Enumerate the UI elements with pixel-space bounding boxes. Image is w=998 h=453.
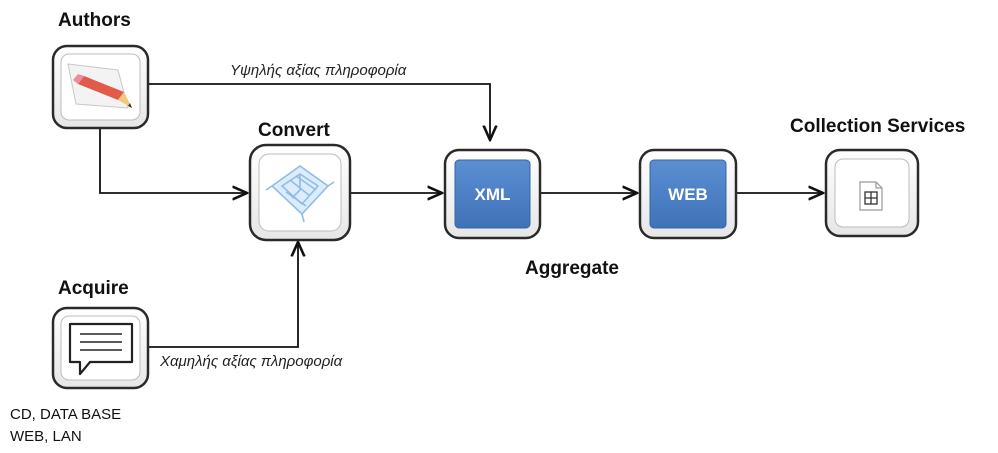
sources-line-1: CD, DATA BASE <box>10 406 122 423</box>
connector-arrows <box>99 83 823 348</box>
sources-text: CD, DATA BASE WEB, LAN <box>10 404 121 448</box>
web-tile-label: WEB <box>668 185 708 204</box>
speech-bubble-icon <box>68 322 134 376</box>
high-value-edge-label: Υψηλής αξίας πληροφορία <box>230 62 407 79</box>
circuit-board-icon <box>265 165 335 223</box>
xml-tile-label: XML <box>475 185 511 204</box>
sources-line-2: WEB, LAN <box>10 428 82 445</box>
authors-label: Authors <box>58 10 131 31</box>
arrow-authors-to-xml <box>148 83 490 140</box>
pencil-paper-icon <box>67 63 132 109</box>
arrow-acquire-to-convert <box>148 242 298 348</box>
acquire-node <box>51 306 150 390</box>
collection-services-label: Collection Services <box>790 116 966 137</box>
collection-node <box>824 148 920 238</box>
low-value-edge-label: Χαμηλής αξίας πληροφορία <box>160 353 343 370</box>
web-node: WEB <box>638 148 738 240</box>
authors-node <box>51 44 150 130</box>
document-grid-icon <box>859 181 883 211</box>
arrow-authors-to-convert <box>99 128 247 193</box>
convert-node <box>248 143 352 242</box>
convert-label: Convert <box>258 120 330 141</box>
xml-node: XML <box>443 148 542 240</box>
aggregate-label: Aggregate <box>525 258 619 279</box>
acquire-label: Acquire <box>58 278 129 299</box>
